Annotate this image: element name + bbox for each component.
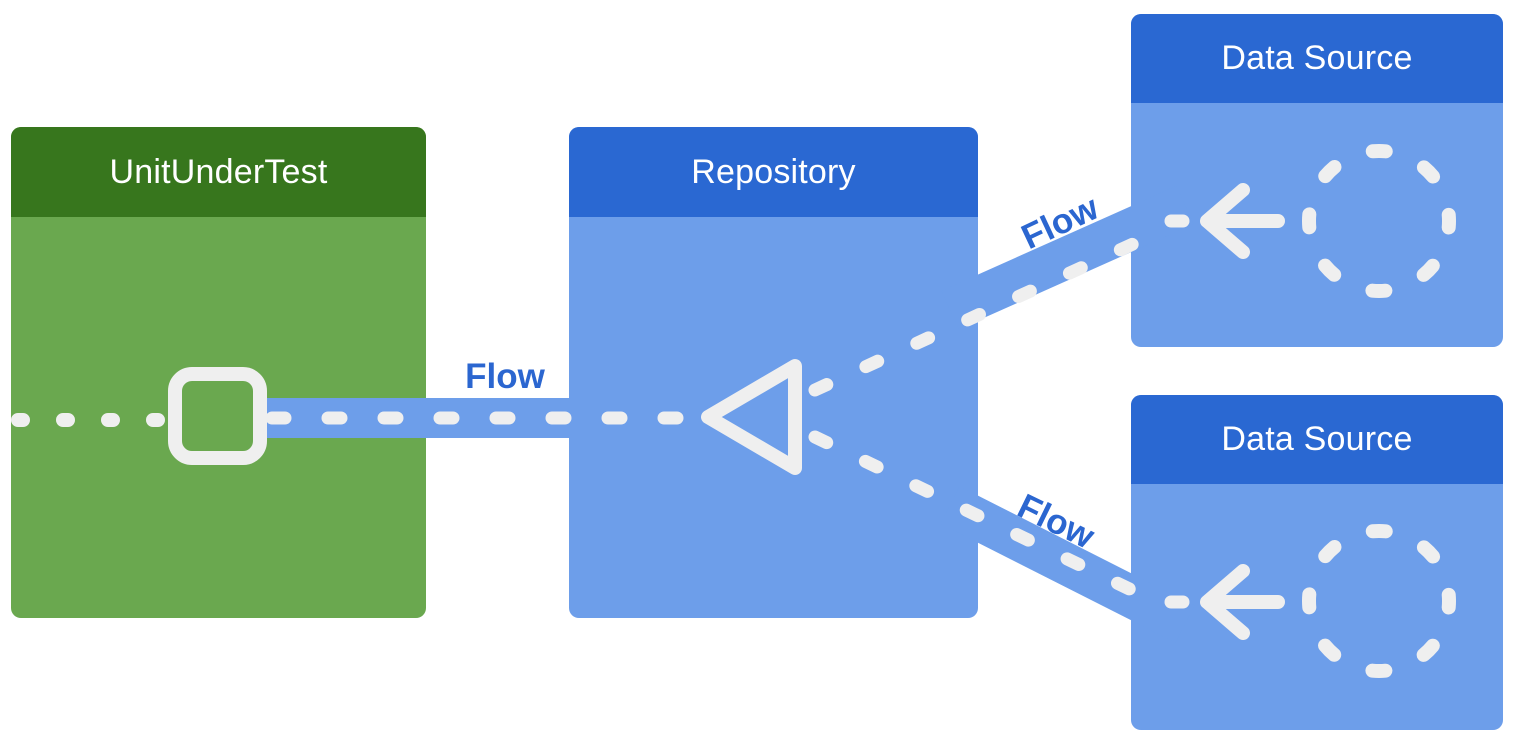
data-source-bottom-header: Data Source [1131,395,1503,484]
repository-box: Repository [569,127,978,618]
repository-title: Repository [691,152,856,191]
data-source-top-box: Data Source [1131,14,1503,347]
unit-under-test-header: UnitUnderTest [11,127,426,217]
flow-label-horizontal: Flow [465,357,545,396]
data-source-top-header: Data Source [1131,14,1503,103]
flow-label-lower: Flow [1011,486,1101,557]
data-source-bottom-title: Data Source [1221,420,1413,458]
flow-label-upper: Flow [1015,187,1105,258]
data-source-bottom-box: Data Source [1131,395,1503,730]
data-source-top-title: Data Source [1221,39,1413,77]
repository-header: Repository [569,127,978,217]
unit-under-test-box: UnitUnderTest [11,127,426,618]
unit-under-test-title: UnitUnderTest [109,152,328,191]
